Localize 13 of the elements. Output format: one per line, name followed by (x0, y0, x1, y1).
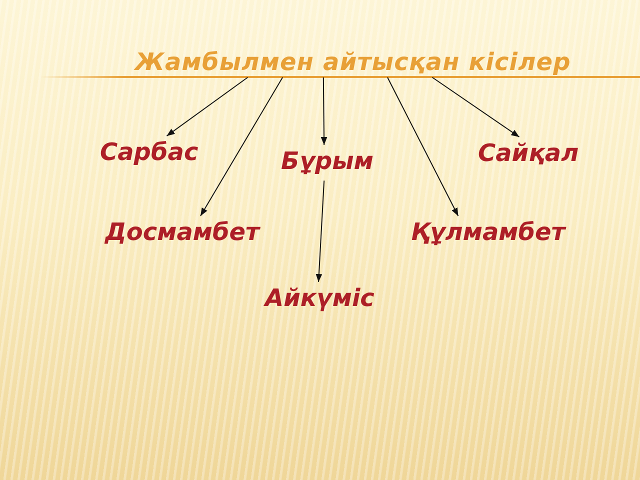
arrow (387, 76, 459, 216)
name-label: Бұрым (275, 145, 380, 179)
arrow (200, 76, 284, 216)
arrow (320, 76, 328, 146)
name-label: Досмамбет (99, 216, 266, 250)
name-label: Айкүміс (259, 282, 380, 316)
arrow (166, 76, 248, 136)
arrow (432, 76, 520, 138)
name-label: Құлмамбет (405, 216, 572, 250)
arrow (316, 180, 325, 282)
name-label: Сарбас (94, 136, 204, 170)
name-label: Сайқал (472, 137, 585, 171)
heading-text: Жамбылмен айтысқан кісілер (129, 47, 577, 76)
